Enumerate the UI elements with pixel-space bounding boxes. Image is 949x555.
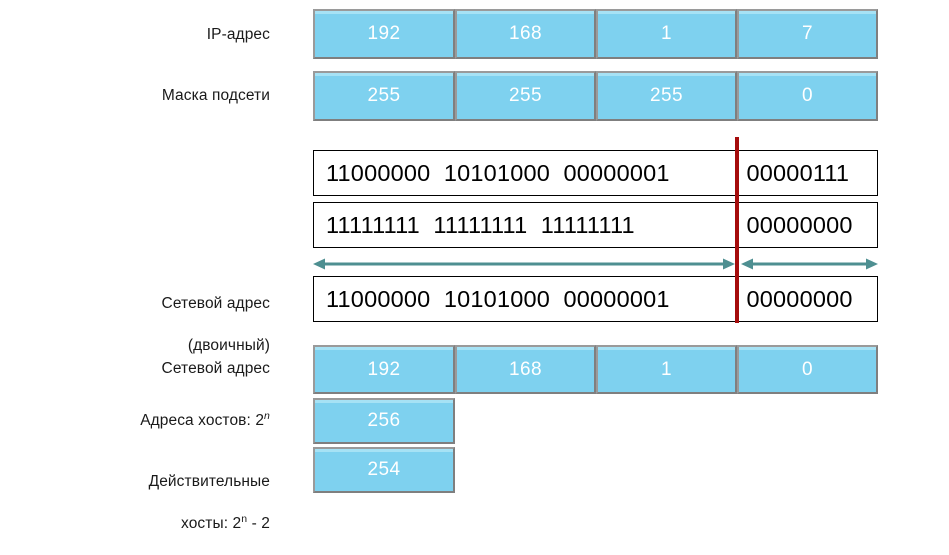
ip-address-octet-row: 192 168 1 7 [313,9,878,59]
label-subnet-mask: Маска подсети [161,87,270,104]
network-octet-3-value: 1 [661,358,672,380]
binary-network-address-network-part: 11000000 10101000 00000001 [326,285,670,312]
mask-octet-3-value: 255 [650,85,683,106]
label-host-addresses-text: Адреса хостов: 2 [140,412,265,429]
host-addresses-value: 256 [367,410,401,431]
ip-octet-3-value: 1 [661,23,672,44]
binary-network-address-host-part: 00000000 [746,285,853,312]
network-octet-3[interactable]: 1 [596,345,737,394]
mask-octet-4[interactable]: 0 [737,71,878,121]
network-host-boundary-line [735,137,739,323]
network-octet-1-value: 192 [367,358,401,380]
mask-octet-1[interactable]: 255 [313,71,455,121]
ip-octet-2-value: 168 [509,23,542,44]
label-valid-hosts-exponent: n [241,512,248,525]
network-octet-1[interactable]: 192 [313,345,455,394]
mask-octet-4-value: 0 [802,85,813,106]
host-portion-span-arrow [741,257,878,271]
label-network-address-binary-line2: (двоичный) [187,337,270,354]
network-octet-2-value: 168 [509,358,542,380]
label-ip-address: IP-адрес [206,26,270,43]
label-network-address-binary-line1: Сетевой адрес [161,295,270,312]
host-addresses-cell[interactable]: 256 [313,398,455,444]
label-network-address-binary: Сетевой адрес (двоичный) [20,272,270,377]
ip-octet-1-value: 192 [367,23,401,44]
binary-ip-address-row: 11000000 10101000 00000001 00000111 [313,150,878,196]
valid-hosts-value: 254 [367,459,401,480]
network-octet-4-value: 0 [802,358,813,380]
subnet-diagram: IP-адрес 192 168 1 7 Маска подсети 255 2… [20,9,878,532]
mask-octet-1-value: 255 [367,85,401,106]
label-valid-hosts: Действительные хосты: 2n - 2 [20,450,270,555]
binary-mask-host-part: 00000000 [746,211,853,238]
binary-ip-host-part: 00000111 [746,159,850,186]
network-address-octet-row: 192 168 1 0 [313,345,878,394]
label-valid-hosts-line2-prefix: хосты: 2 [181,515,242,532]
ip-octet-2[interactable]: 168 [455,9,596,59]
mask-octet-3[interactable]: 255 [596,71,737,121]
mask-octet-2[interactable]: 255 [455,71,596,121]
ip-octet-4-value: 7 [802,23,813,44]
binary-ip-network-part: 11000000 10101000 00000001 [326,159,670,186]
binary-network-address-row: 11000000 10101000 00000001 00000000 [313,276,878,322]
ip-octet-4[interactable]: 7 [737,9,878,59]
label-valid-hosts-line2: хосты: 2n - 2 [20,513,270,534]
host-addresses-row: 256 [313,398,455,444]
binary-mask-network-part: 11111111 11111111 11111111 [326,211,635,238]
network-octet-2[interactable]: 168 [455,345,596,394]
network-portion-span-arrow [313,257,735,271]
label-host-addresses: Адреса хостов: 2n [20,410,270,431]
ip-octet-1[interactable]: 192 [313,9,455,59]
label-host-addresses-exponent: n [264,409,270,422]
valid-hosts-row: 254 [313,447,455,493]
label-valid-hosts-line1: Действительные [148,473,270,490]
label-network-address: Сетевой адрес [161,360,270,377]
binary-subnet-mask-row: 11111111 11111111 11111111 00000000 [313,202,878,248]
label-valid-hosts-line2-suffix: - 2 [247,515,270,532]
ip-octet-3[interactable]: 1 [596,9,737,59]
network-octet-4[interactable]: 0 [737,345,878,394]
subnet-mask-octet-row: 255 255 255 0 [313,71,878,121]
mask-octet-2-value: 255 [509,85,542,106]
valid-hosts-cell[interactable]: 254 [313,447,455,493]
